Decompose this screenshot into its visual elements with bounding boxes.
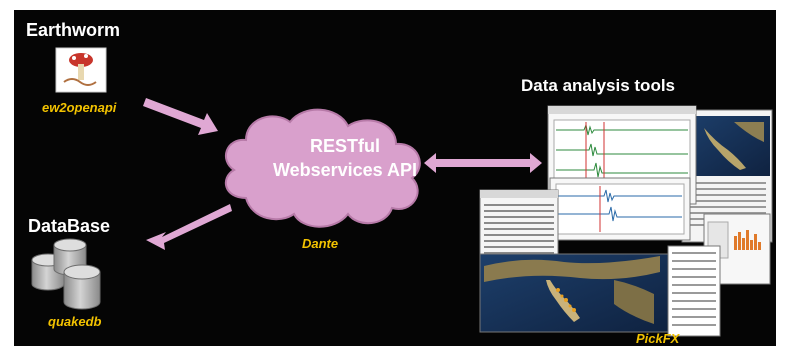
api-title-line1: RESTful <box>310 136 380 156</box>
database-title: DataBase <box>28 216 111 236</box>
api-title-line2: Webservices API <box>272 160 418 180</box>
tools-screenshots <box>479 105 773 337</box>
arrow-api-database <box>146 204 232 250</box>
arrow-api-tools <box>424 153 542 173</box>
diagram-canvas: Earthworm ew2openapi DataBase quakedb RE… <box>14 10 776 346</box>
database-caption: quakedb <box>48 314 102 329</box>
api-cloud <box>224 108 421 228</box>
earthworm-caption: ew2openapi <box>42 100 117 115</box>
earthworm-title: Earthworm <box>26 20 121 40</box>
earthworm-logo <box>55 47 107 93</box>
arrow-earthworm-to-api <box>143 98 218 135</box>
diagram-graphics <box>31 47 773 337</box>
database-icon <box>31 238 101 310</box>
tools-title: Data analysis tools <box>521 76 676 95</box>
tools-caption: PickFX <box>636 331 680 346</box>
api-caption: Dante <box>302 236 339 251</box>
